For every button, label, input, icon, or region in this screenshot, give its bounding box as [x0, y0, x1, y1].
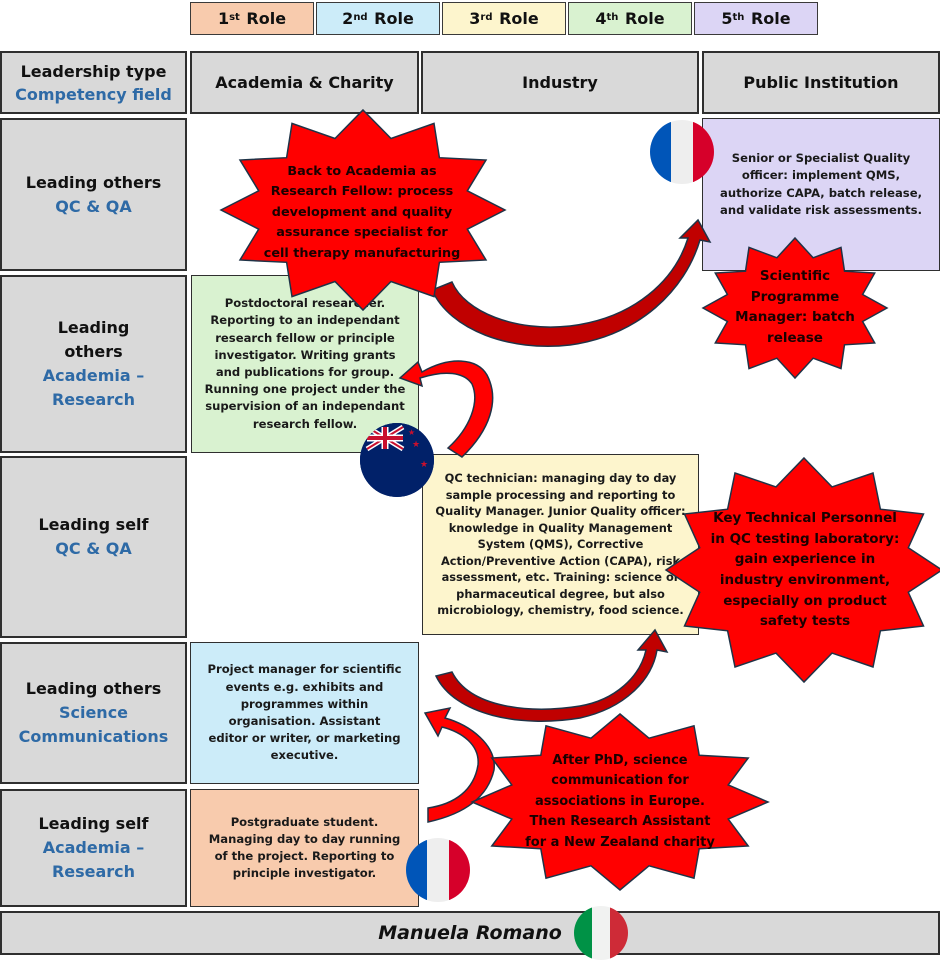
curved-arrow-to-third-role [434, 628, 669, 722]
italy-flag-icon [574, 906, 628, 960]
curved-arrow-to-fourth-role [398, 360, 494, 458]
burst-key-technical-text: Key Technical Personnel in QC testing la… [710, 510, 900, 630]
burst-academia-fellow-text: Back to Academia as Research Fellow: pro… [263, 163, 461, 261]
competency-field-label: Competency field [15, 84, 172, 104]
competency-field: Academia – Research [42, 366, 145, 409]
new-zealand-flag-icon: ★ ★ ★ [360, 423, 434, 497]
row-header-leading-others-science-communications: Leading others Science Communications [0, 642, 187, 784]
svg-text:★: ★ [408, 428, 415, 437]
row-header-leading-self-academia-research: Leading self Academia – Research [0, 789, 187, 907]
fourth-role-box: Postdoctoral researcher. Reporting to an… [191, 275, 419, 453]
third-role-box: QC technician: managing day to day sampl… [422, 454, 699, 635]
leadership-type: Leading others [25, 172, 162, 192]
footer-bar: Manuela Romano [0, 911, 940, 955]
france-flag-icon [406, 838, 470, 902]
curved-arrow-to-fifth-role [430, 218, 712, 347]
burst-academia-fellow [219, 108, 507, 312]
burst-programme-manager-text: Scientific Programme Manager: batch rele… [735, 268, 855, 346]
svg-text:★: ★ [420, 460, 428, 470]
fifth-role-box: Senior or Specialist Quality officer: im… [702, 118, 940, 271]
leadership-type: Leading others [57, 318, 130, 361]
competency-field: QC & QA [55, 539, 132, 558]
curved-arrow-to-second-role [423, 706, 495, 823]
column-header-industry: Industry [421, 51, 699, 114]
corner-header: Leadership type Competency field [0, 51, 187, 114]
france-flag-icon [650, 120, 714, 184]
competency-field: Science Communications [18, 703, 169, 746]
burst-key-technical [664, 456, 940, 684]
column-header-public-institution: Public Institution [702, 51, 940, 114]
burst-programme-manager [701, 236, 889, 380]
first-role-box: Postgraduate student. Managing day to da… [190, 789, 419, 907]
second-role-box: Project manager for scientific events e.… [190, 642, 419, 784]
competency-field: Academia – Research [42, 838, 145, 881]
leadership-type: Leading self [38, 814, 149, 833]
svg-text:★: ★ [412, 440, 420, 450]
burst-after-phd-text: After PhD, science communication for ass… [525, 752, 715, 850]
person-name: Manuela Romano [378, 922, 562, 944]
leadership-type: Leading self [38, 515, 149, 534]
row-header-leading-self-qc-qa: Leading self QC & QA [0, 456, 187, 638]
leadership-type: Leading others [25, 679, 162, 698]
leadership-type-label: Leadership type [20, 61, 167, 81]
column-header-academia-charity: Academia & Charity [190, 51, 419, 114]
row-header-leading-others-academia-research: Leading others Academia – Research [0, 275, 187, 453]
burst-after-phd [470, 713, 770, 891]
row-header-leading-others-qc-qa: Leading others QC & QA [0, 118, 187, 271]
competency-field: QC & QA [55, 196, 132, 216]
